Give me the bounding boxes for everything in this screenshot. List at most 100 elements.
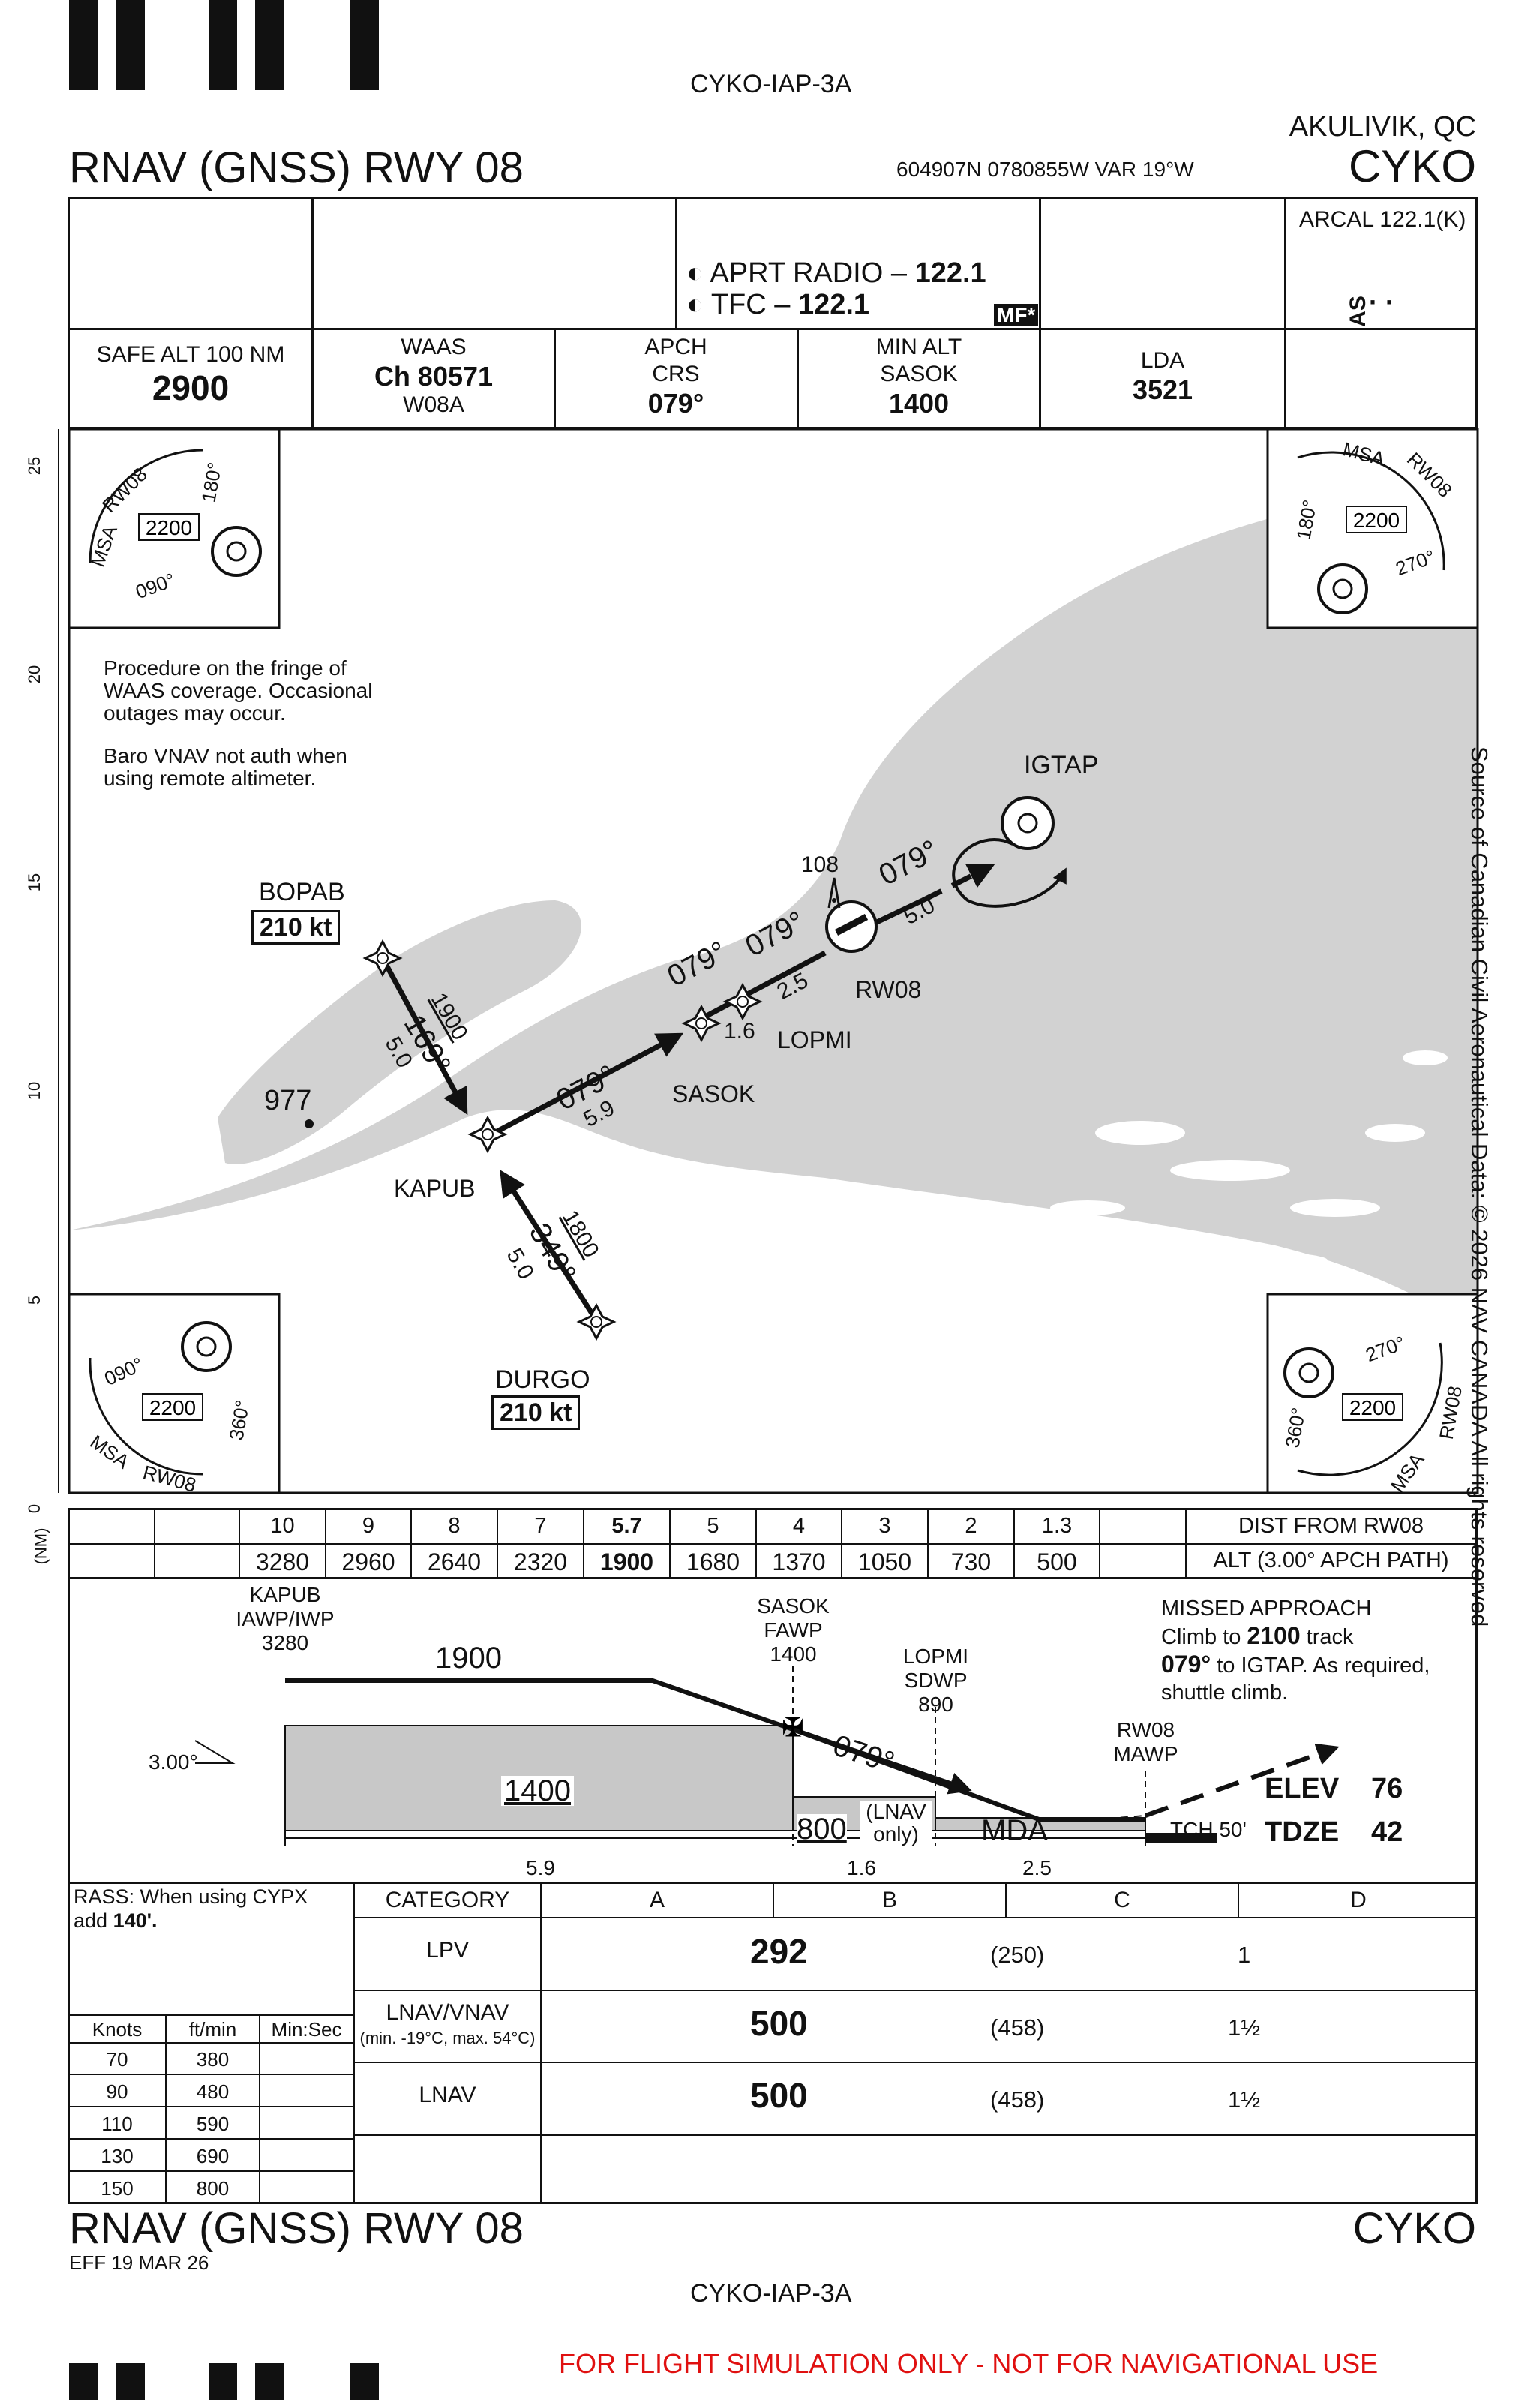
divider <box>1284 328 1286 429</box>
maltese-cross-icon: ✠ <box>782 1714 804 1742</box>
barcode-bottom <box>350 2363 379 2400</box>
minima-hat: (458) <box>990 2086 1045 2113</box>
dist-table-vline <box>927 1508 929 1579</box>
durgo-speed: 210 kt <box>491 1395 581 1430</box>
seg-dist-1: 5.9 <box>524 1858 557 1879</box>
divider <box>353 2134 1478 2136</box>
dist-table-vline <box>841 1508 842 1579</box>
minima-vis: 1½ <box>1228 2086 1261 2113</box>
divider <box>68 2074 355 2075</box>
divider <box>68 2138 355 2140</box>
alt-cell: 1680 <box>686 1548 740 1575</box>
divider <box>675 197 677 330</box>
category-a: A <box>649 1888 665 1912</box>
fix-rw08 <box>825 900 878 953</box>
dist-cell: 3 <box>878 1514 891 1538</box>
msa-box-tl: 2200 <box>68 428 281 629</box>
dist-cell: 2 <box>965 1514 977 1538</box>
msa-alt: 2200 <box>1349 1396 1396 1419</box>
tdze-value: 42 <box>1371 1816 1403 1848</box>
minima-dh: 292 <box>750 1932 808 1971</box>
lakes <box>1050 1050 1448 1289</box>
rate-header: Min:Sec <box>271 2018 342 2041</box>
divider <box>797 328 799 429</box>
lighting-code: AS <box>1345 296 1370 327</box>
min-alt-label1: MIN ALT <box>875 335 962 359</box>
barcode-bottom <box>116 2363 145 2400</box>
baro-note: Baro VNAV not auth when using remote alt… <box>104 744 347 790</box>
alt-cell: 3280 <box>255 1548 310 1575</box>
sasok-profile: SASOK FAWP 1400 <box>757 1594 830 1666</box>
dist-table-vline <box>497 1508 498 1579</box>
divider <box>353 1917 1478 1918</box>
barcode-top <box>350 0 379 90</box>
profile-block-1400 <box>284 1725 794 1831</box>
location: AKULIVIK, QC <box>1289 111 1476 143</box>
minima-vis: 1 <box>1238 1942 1251 1968</box>
lda-value: 3521 <box>1132 374 1193 405</box>
alt-cell: 2640 <box>427 1548 482 1575</box>
dist-table-vline <box>755 1508 757 1579</box>
msa-box-bl: 2200 <box>68 1293 281 1494</box>
dist-cell: 9 <box>362 1514 375 1538</box>
lopmi-label: LOPMI <box>777 1026 852 1053</box>
mf-tag: MF* <box>994 304 1039 326</box>
seg-dist-2: 1.6 <box>845 1858 878 1879</box>
fix-durgo <box>576 1302 617 1341</box>
divider <box>540 1882 542 2204</box>
dist-table-vline <box>583 1508 584 1579</box>
sasok-label: SASOK <box>672 1080 755 1107</box>
alt-cell: 500 <box>1037 1548 1077 1575</box>
durgo-label: DURGO <box>495 1365 590 1394</box>
category-label: CATEGORY <box>385 1888 510 1912</box>
dist-table-vline <box>1013 1508 1015 1579</box>
divider <box>259 2014 260 2204</box>
divider <box>353 2062 1478 2063</box>
mda-label: MDA <box>981 1814 1048 1847</box>
barcode-bottom <box>255 2363 284 2400</box>
seg-dist-3: 2.5 <box>1020 1858 1054 1879</box>
rate-knots: 90 <box>106 2080 128 2103</box>
dist-table-vline <box>1185 1508 1187 1579</box>
lda-label: LDA <box>1140 348 1185 373</box>
minima-dh: 500 <box>750 2004 808 2043</box>
profile-drawing: ✠ <box>194 1666 1340 1846</box>
alt-cell: 2320 <box>513 1548 568 1575</box>
msa-alt: 2200 <box>146 516 192 539</box>
minima-vis: 1½ <box>1228 2014 1261 2041</box>
divider <box>68 2170 355 2172</box>
waas-id: W08A <box>403 392 464 417</box>
half-circle-icon: ◐ <box>686 289 704 320</box>
rate-fpm: 800 <box>196 2177 230 2200</box>
note-bg <box>99 741 362 790</box>
minima-hat: (250) <box>990 1942 1045 1968</box>
scale-tick: 25 <box>25 456 44 476</box>
safe-alt-label: SAFE ALT 100 NM <box>96 342 285 367</box>
missed-approach: MISSED APPROACH Climb to 2100 track 079°… <box>1161 1596 1430 1705</box>
spot-elev: 977 <box>264 1085 312 1116</box>
divider <box>165 2014 167 2204</box>
minima-row-label: LNAV <box>419 2083 476 2107</box>
category-c: C <box>1114 1888 1130 1912</box>
arcal-freq: ARCAL 122.1(K) <box>1299 207 1466 232</box>
final-arrow <box>792 1727 972 1795</box>
half-circle-icon: ◐ <box>686 257 704 289</box>
apch-crs-label1: APCH <box>644 335 707 359</box>
min-alt-label2: SASOK <box>880 362 958 386</box>
minima-dh: 500 <box>750 2076 808 2115</box>
aprt-radio: ◐ APRT RADIO – 122.1 <box>686 257 986 289</box>
sasok-lopmi-dist: 1.6 <box>724 1019 755 1044</box>
alt-cell: 2960 <box>341 1548 395 1575</box>
alt-cell: 1050 <box>857 1548 912 1575</box>
divider <box>68 2042 355 2044</box>
msa-alt: 2200 <box>149 1396 196 1419</box>
island <box>218 900 581 1164</box>
rate-knots: 150 <box>101 2177 134 2200</box>
dist-cell: 5 <box>707 1514 719 1538</box>
minima-row-label: LNAV/VNAV <box>386 2000 509 2025</box>
rate-header: Knots <box>92 2018 143 2041</box>
scale-tick: 0 <box>25 1503 44 1514</box>
alt-cell: 1900 <box>599 1548 654 1575</box>
glide-angle-icon <box>194 1740 236 1764</box>
alt-1400-label: 1400 <box>501 1776 574 1806</box>
